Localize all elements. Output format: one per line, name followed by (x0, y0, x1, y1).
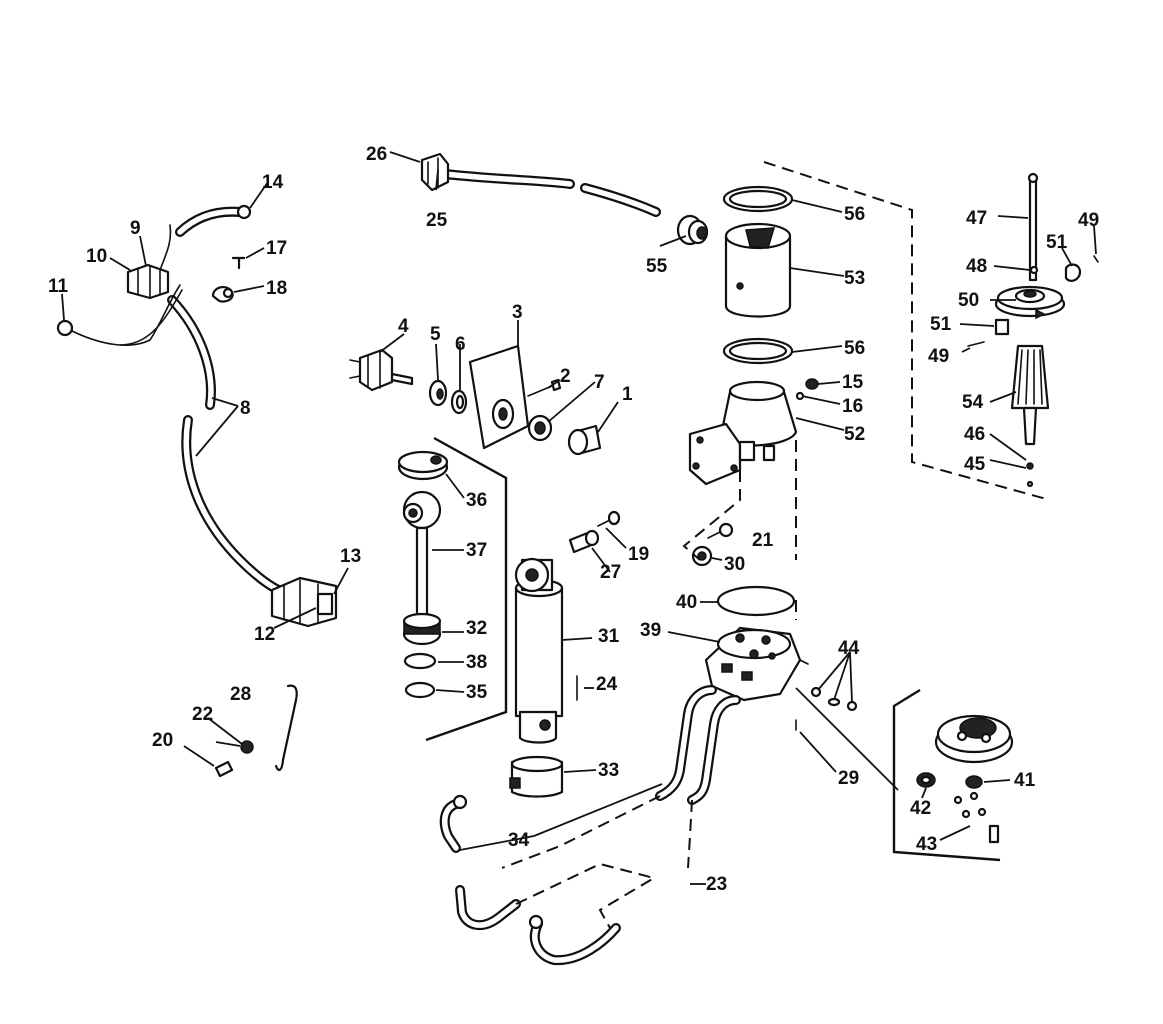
callout-46: 46 (964, 424, 985, 445)
callout-labels: 1 2 3 4 5 6 7 8 9 10 11 12 13 14 15 16 1… (48, 144, 1099, 895)
callout-18: 18 (266, 278, 287, 299)
callout-55: 55 (646, 256, 668, 277)
callout-27: 27 (600, 562, 621, 583)
callout-40: 40 (676, 592, 697, 613)
callout-41: 41 (1014, 770, 1036, 791)
callout-26: 26 (366, 144, 387, 165)
switch-assembly (349, 344, 602, 456)
callout-36: 36 (466, 490, 487, 511)
callout-31: 31 (598, 626, 620, 647)
callout-32: 32 (466, 618, 487, 639)
callout-10: 10 (86, 246, 107, 267)
callout-25: 25 (426, 210, 448, 231)
fasteners-mid (568, 510, 734, 567)
callout-51-mid: 51 (930, 314, 952, 335)
callout-1: 1 (622, 384, 633, 405)
callout-47: 47 (966, 208, 987, 229)
callout-21: 21 (752, 530, 774, 551)
callout-37: 37 (466, 540, 487, 561)
callout-49-mid: 49 (928, 346, 949, 367)
callout-23: 23 (706, 874, 727, 895)
callout-2: 2 (560, 366, 571, 387)
callout-11: 11 (48, 276, 69, 297)
callout-24: 24 (596, 674, 618, 695)
callout-44: 44 (838, 638, 860, 659)
callout-16: 16 (842, 396, 863, 417)
tilt-cylinder (509, 557, 578, 798)
end-cap-assembly (916, 714, 1014, 844)
group-bracket-left (425, 436, 508, 742)
callout-15: 15 (842, 372, 864, 393)
nut-22 (240, 740, 254, 754)
wiring-harness (56, 204, 338, 628)
callout-13: 13 (340, 546, 361, 567)
callout-42: 42 (910, 798, 931, 819)
callout-34: 34 (508, 830, 530, 851)
assembly-lines (682, 161, 1051, 862)
callout-35: 35 (466, 682, 488, 703)
callout-4: 4 (398, 316, 409, 337)
callout-56-mid: 56 (844, 338, 865, 359)
callout-52: 52 (844, 424, 865, 445)
callout-53: 53 (844, 268, 865, 289)
callout-51-top: 51 (1046, 232, 1068, 253)
callout-20: 20 (152, 730, 173, 751)
callout-39: 39 (640, 620, 661, 641)
tilt-rod-assembly (397, 450, 449, 699)
callout-22: 22 (192, 704, 213, 725)
callout-50: 50 (958, 290, 979, 311)
callout-54: 54 (962, 392, 984, 413)
callout-5: 5 (430, 324, 441, 345)
callout-17: 17 (266, 238, 287, 259)
callout-43: 43 (916, 834, 937, 855)
callout-45: 45 (964, 454, 986, 475)
hydraulic-lines (439, 685, 741, 966)
callout-7: 7 (594, 372, 605, 393)
callout-9: 9 (130, 218, 141, 239)
callout-14: 14 (262, 172, 284, 193)
motor-assembly (688, 185, 819, 486)
armature-assembly (967, 172, 1099, 488)
callout-19: 19 (628, 544, 649, 565)
callout-49-top: 49 (1078, 210, 1099, 231)
callout-28: 28 (230, 684, 251, 705)
callout-48: 48 (966, 256, 987, 277)
bracket-28 (274, 684, 298, 772)
vent-hose (420, 152, 709, 246)
callout-38: 38 (466, 652, 487, 673)
leader-lines (61, 151, 1097, 885)
callout-6: 6 (455, 334, 466, 355)
callout-12: 12 (254, 624, 275, 645)
callout-8: 8 (240, 398, 251, 419)
screw-20 (214, 760, 234, 778)
callout-30: 30 (724, 554, 745, 575)
callout-29: 29 (838, 768, 859, 789)
callout-33: 33 (598, 760, 619, 781)
callout-56-top: 56 (844, 204, 865, 225)
callout-3: 3 (512, 302, 523, 323)
pump-assembly (704, 585, 858, 731)
